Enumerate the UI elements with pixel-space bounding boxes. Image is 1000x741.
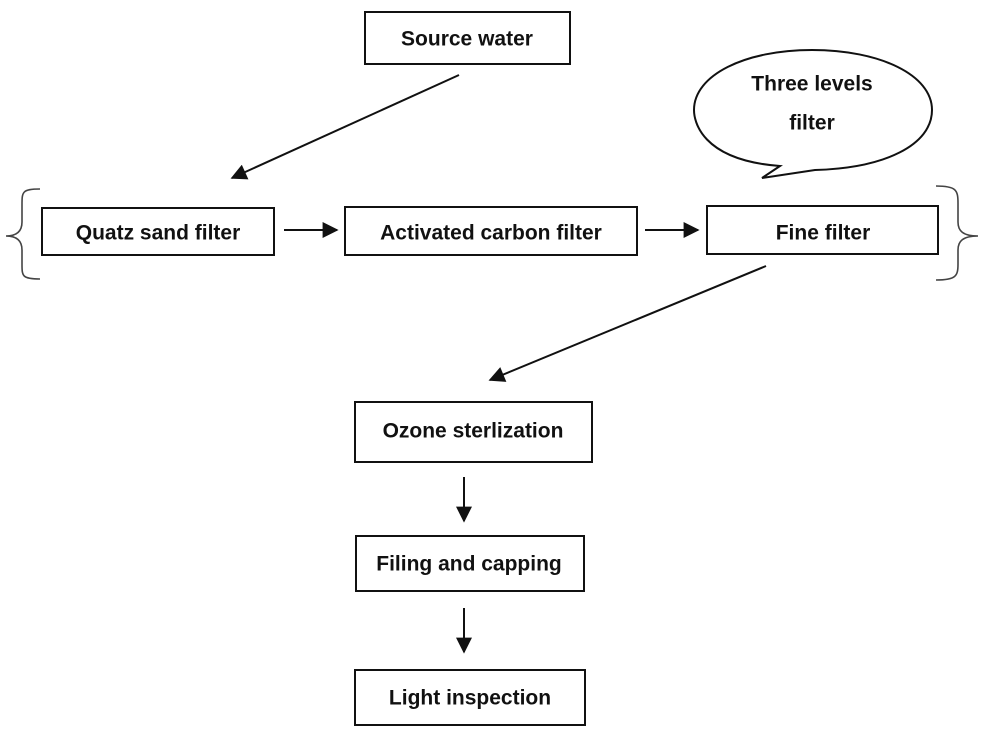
node-filling-and-capping: Filing and capping [355, 535, 585, 592]
node-activated-carbon-filter: Activated carbon filter [344, 206, 638, 256]
node-quartz-sand-filter-label: Quatz sand filter [76, 222, 241, 245]
node-light-inspection: Light inspection [354, 669, 586, 726]
three-levels-callout: Three levels filter [692, 48, 934, 179]
callout-bubble-shape [692, 48, 934, 179]
node-source-water-label: Source water [401, 28, 533, 51]
edge-source-to-quartz [230, 74, 460, 180]
node-ozone-sterilization: Ozone sterlization [354, 401, 593, 463]
node-light-inspection-label: Light inspection [389, 687, 551, 710]
callout-line2: filter [789, 112, 835, 135]
callout-line1: Three levels [751, 73, 872, 96]
node-fine-filter-label: Fine filter [776, 222, 871, 245]
right-brace [935, 185, 979, 281]
node-filling-and-capping-label: Filing and capping [376, 553, 562, 576]
edge-fine-to-ozone [488, 265, 767, 382]
node-ozone-sterilization-label: Ozone sterlization [383, 420, 564, 443]
node-fine-filter: Fine filter [706, 205, 939, 255]
left-brace [5, 188, 41, 280]
node-source-water: Source water [364, 11, 571, 65]
node-quartz-sand-filter: Quatz sand filter [41, 207, 275, 256]
node-activated-carbon-filter-label: Activated carbon filter [380, 222, 602, 245]
